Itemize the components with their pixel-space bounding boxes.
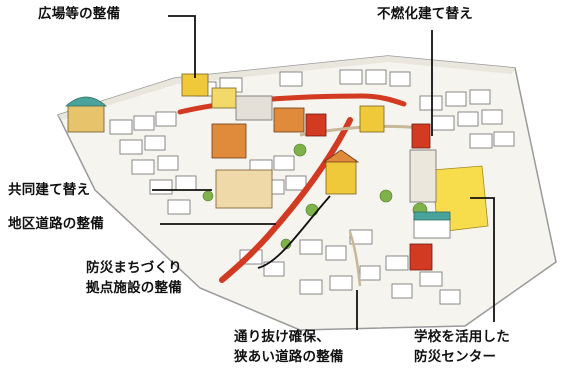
leader-plaza xyxy=(168,15,196,78)
hall-roof xyxy=(64,96,108,107)
narrow-alley xyxy=(348,231,362,287)
disaster-hub-building xyxy=(325,159,357,195)
label-fireproof-rebuild: 不燃化建て替え xyxy=(377,6,473,22)
leader-hub xyxy=(257,195,331,269)
school-gym-roof xyxy=(413,211,451,221)
leader-school xyxy=(470,197,495,322)
fireproof-building-5 xyxy=(411,123,431,149)
label-disaster-hub: 防災まちづくり 拠点施設の整備 xyxy=(86,260,182,296)
plaza-building-2 xyxy=(211,87,237,109)
district-edge-top xyxy=(58,56,515,120)
label-district-road: 地区道路の整備 xyxy=(8,216,104,232)
fireproof-building-4 xyxy=(359,105,385,133)
label-joint-rebuild: 共同建て替え xyxy=(8,182,91,198)
disaster-hub-roof xyxy=(322,149,360,163)
label-alley: 通り抜け確保、 狭あい道路の整備 xyxy=(234,329,344,365)
joint-rebuild-building-2 xyxy=(215,169,273,209)
fireproof-building-3 xyxy=(305,113,327,137)
label-plaza: 広場等の整備 xyxy=(38,6,121,22)
fireproof-building-2 xyxy=(273,107,305,133)
fireproof-building xyxy=(235,95,273,121)
joint-rebuild-building xyxy=(211,123,247,159)
school-building xyxy=(409,149,437,203)
main-road-diagonal xyxy=(219,117,353,283)
label-school-center: 学校を活用した 防災センター xyxy=(414,329,510,365)
school-red-building xyxy=(409,243,433,271)
leader-lines xyxy=(152,15,495,330)
hall-building xyxy=(67,103,105,133)
